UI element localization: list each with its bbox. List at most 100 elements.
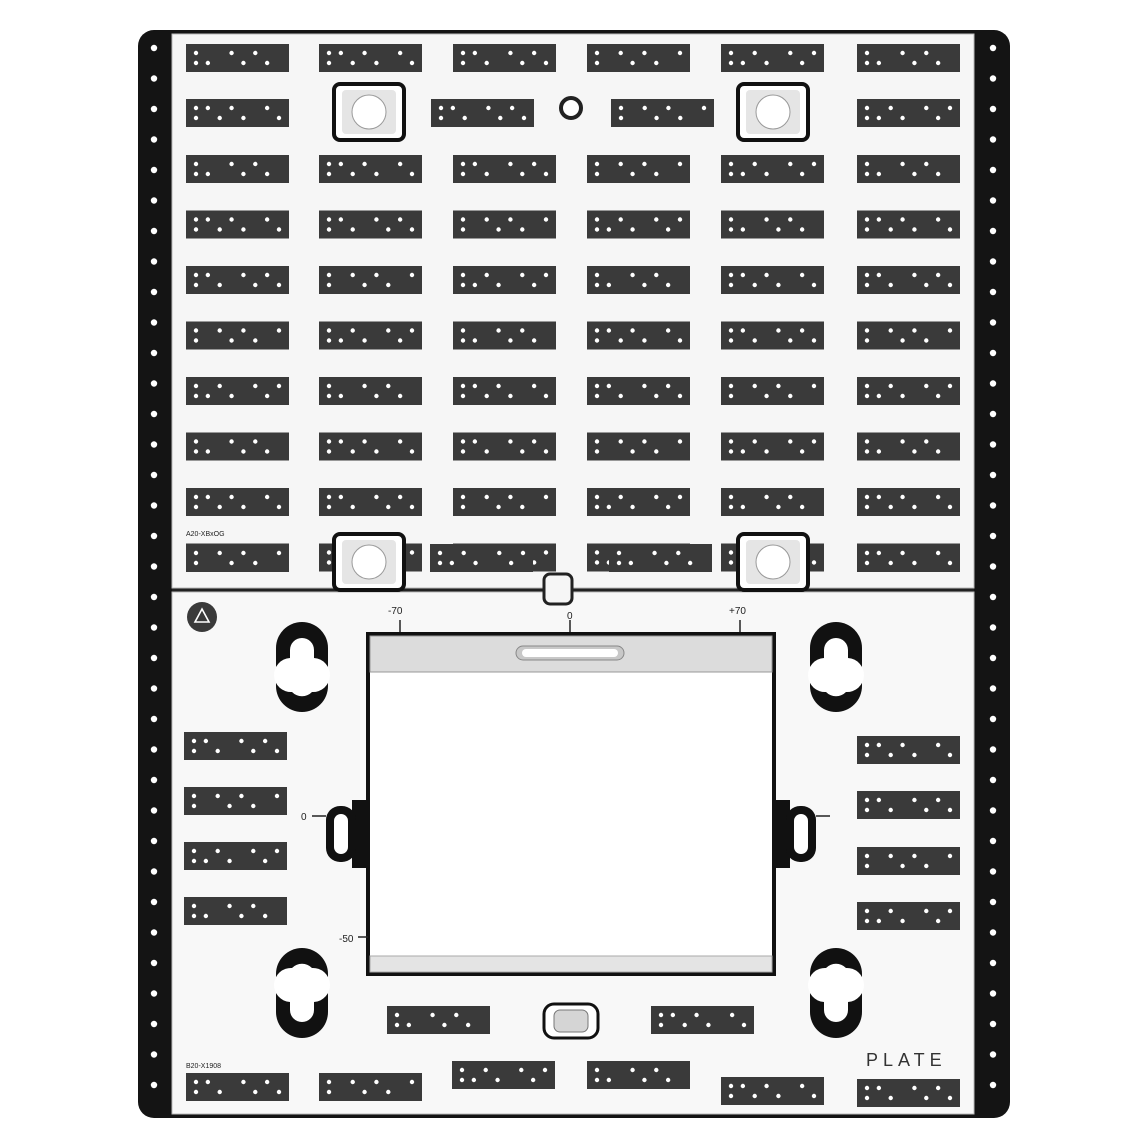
scale-label-left-bottom: -50 — [339, 934, 354, 945]
square-mount-icon — [736, 532, 810, 592]
tile — [721, 155, 824, 183]
frame-hole — [150, 532, 158, 540]
frame-hole — [150, 563, 158, 570]
frame-hole — [150, 471, 158, 479]
tile — [184, 842, 287, 870]
frame-hole — [989, 1081, 997, 1089]
tile — [453, 155, 556, 183]
frame-hole — [150, 593, 158, 601]
frame-hole — [150, 75, 158, 82]
tile — [186, 377, 289, 405]
tile — [857, 44, 960, 72]
frame-hole — [150, 197, 158, 204]
tile — [587, 44, 690, 72]
tile — [184, 732, 287, 760]
tile — [587, 321, 690, 350]
frame-hole — [150, 685, 158, 692]
device-cutout — [326, 632, 816, 976]
bottom-clip — [542, 1002, 600, 1040]
frame-hole — [989, 837, 997, 845]
tile — [721, 488, 824, 516]
frame-hole — [989, 349, 997, 357]
frame-hole — [150, 44, 158, 52]
tile — [587, 488, 690, 516]
tile — [186, 321, 289, 350]
keyhole-slot-icon — [273, 948, 331, 1038]
tile — [587, 377, 690, 405]
frame-hole — [150, 105, 158, 113]
frame-hole — [989, 776, 997, 784]
tile — [319, 44, 422, 72]
frame-hole — [989, 563, 997, 570]
tile — [721, 266, 824, 294]
tile — [857, 736, 960, 764]
square-mount-icon — [332, 532, 406, 592]
frame-hole — [989, 136, 997, 143]
tile — [319, 432, 422, 461]
frame-hole — [150, 410, 158, 418]
frame-hole — [150, 1081, 158, 1089]
frame-hole — [989, 1051, 997, 1058]
tile — [857, 791, 960, 819]
tile-grid — [184, 44, 960, 1107]
tile — [857, 544, 960, 572]
frame-hole — [989, 502, 997, 509]
alignment-hole — [559, 96, 583, 120]
tile — [319, 266, 422, 294]
frame-hole — [989, 44, 997, 52]
tile — [609, 544, 712, 572]
upper-plate-code: A20-XBxOG — [186, 531, 225, 538]
scale-ticks — [312, 620, 830, 938]
frame-hole — [150, 929, 158, 936]
upper-plate — [171, 33, 975, 589]
frame-hole — [989, 685, 997, 692]
frame-hole — [989, 166, 997, 174]
frame-hole — [150, 1051, 158, 1058]
tile — [857, 155, 960, 183]
tile — [857, 377, 960, 405]
tile — [611, 99, 714, 127]
tile — [186, 155, 289, 183]
tile — [430, 544, 533, 572]
tile — [587, 210, 690, 239]
frame-hole — [150, 624, 158, 631]
square-mount-icon — [332, 82, 406, 142]
tile — [431, 99, 534, 127]
tile — [857, 432, 960, 461]
tile — [453, 44, 556, 72]
scale-label-top-left: -70 — [388, 606, 403, 617]
frame-hole — [989, 319, 997, 326]
frame-hole — [150, 502, 158, 509]
tile — [857, 1079, 960, 1107]
frame-hole — [989, 807, 997, 814]
tile — [721, 321, 824, 350]
square-mount-icon — [736, 82, 810, 142]
tile — [587, 155, 690, 183]
tile — [186, 99, 289, 127]
frame-hole — [989, 1020, 997, 1028]
frame-hole — [989, 715, 997, 723]
tile — [587, 1061, 690, 1089]
frame-hole — [150, 807, 158, 814]
frame-holes — [150, 44, 997, 1089]
frame-hole — [150, 380, 158, 387]
frame-hole — [150, 166, 158, 174]
tile — [186, 1073, 289, 1101]
keyhole-slot-icon — [273, 622, 331, 712]
frame-hole — [150, 227, 158, 235]
frame-hole — [989, 593, 997, 601]
tile — [319, 210, 422, 239]
frame-hole — [989, 258, 997, 265]
frame-hole — [989, 898, 997, 906]
frame-hole — [150, 136, 158, 143]
frame-hole — [150, 258, 158, 265]
tile — [721, 432, 824, 461]
tile — [453, 266, 556, 294]
tile — [453, 377, 556, 405]
frame-hole — [150, 319, 158, 326]
tile — [857, 99, 960, 127]
tile — [319, 321, 422, 350]
tile — [319, 155, 422, 183]
scale-label-top-center: 0 — [567, 611, 573, 622]
tile — [857, 847, 960, 875]
